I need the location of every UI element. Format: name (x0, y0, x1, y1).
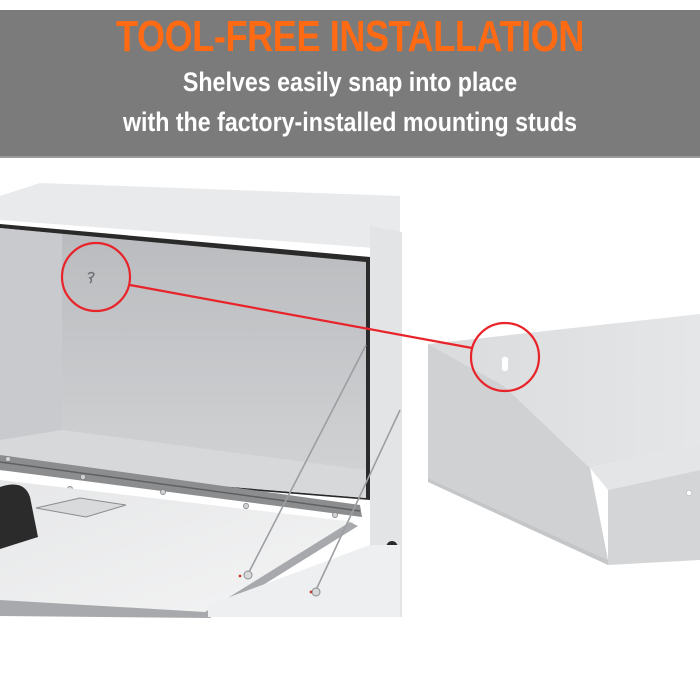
toolbox-base (208, 545, 400, 617)
shelf (428, 314, 700, 565)
product-illustration (0, 183, 700, 618)
keyhole-slot-icon (501, 356, 509, 371)
shelf-lip-top (590, 444, 700, 490)
toolbox (0, 183, 402, 618)
support-cable-1 (247, 344, 367, 575)
callout-circle-keyhole (469, 321, 541, 393)
shelf-slanted-side (428, 344, 608, 560)
support-cable-2 (315, 409, 401, 591)
shelf-front-face (608, 470, 700, 565)
shelf-back-wall (428, 314, 700, 468)
callout-connector-line (129, 283, 473, 350)
toolbox-interior (0, 228, 366, 498)
toolbox-interior-side (0, 228, 62, 440)
subtitle-line-2: with the factory-installed mounting stud… (122, 107, 578, 137)
toolbox-side-panel (370, 226, 402, 617)
lock-latch (0, 484, 38, 549)
shelf-bevel (428, 478, 608, 565)
callout-annotation (60, 241, 541, 393)
shelf-front-hole (686, 490, 692, 496)
headline: TOOL-FREE INSTALLATION (115, 12, 584, 61)
toolbox-door-edge (0, 522, 358, 618)
mounting-stud-icon (87, 271, 95, 284)
header-banner: TOOL-FREE INSTALLATION Shelves easily sn… (0, 10, 700, 158)
subtitle-line-1: Shelves easily snap into place (182, 67, 518, 97)
callout-circle-stud (60, 241, 132, 313)
warning-label (35, 497, 127, 518)
toolbox-top (0, 183, 400, 250)
toolbox-floor (0, 430, 366, 498)
